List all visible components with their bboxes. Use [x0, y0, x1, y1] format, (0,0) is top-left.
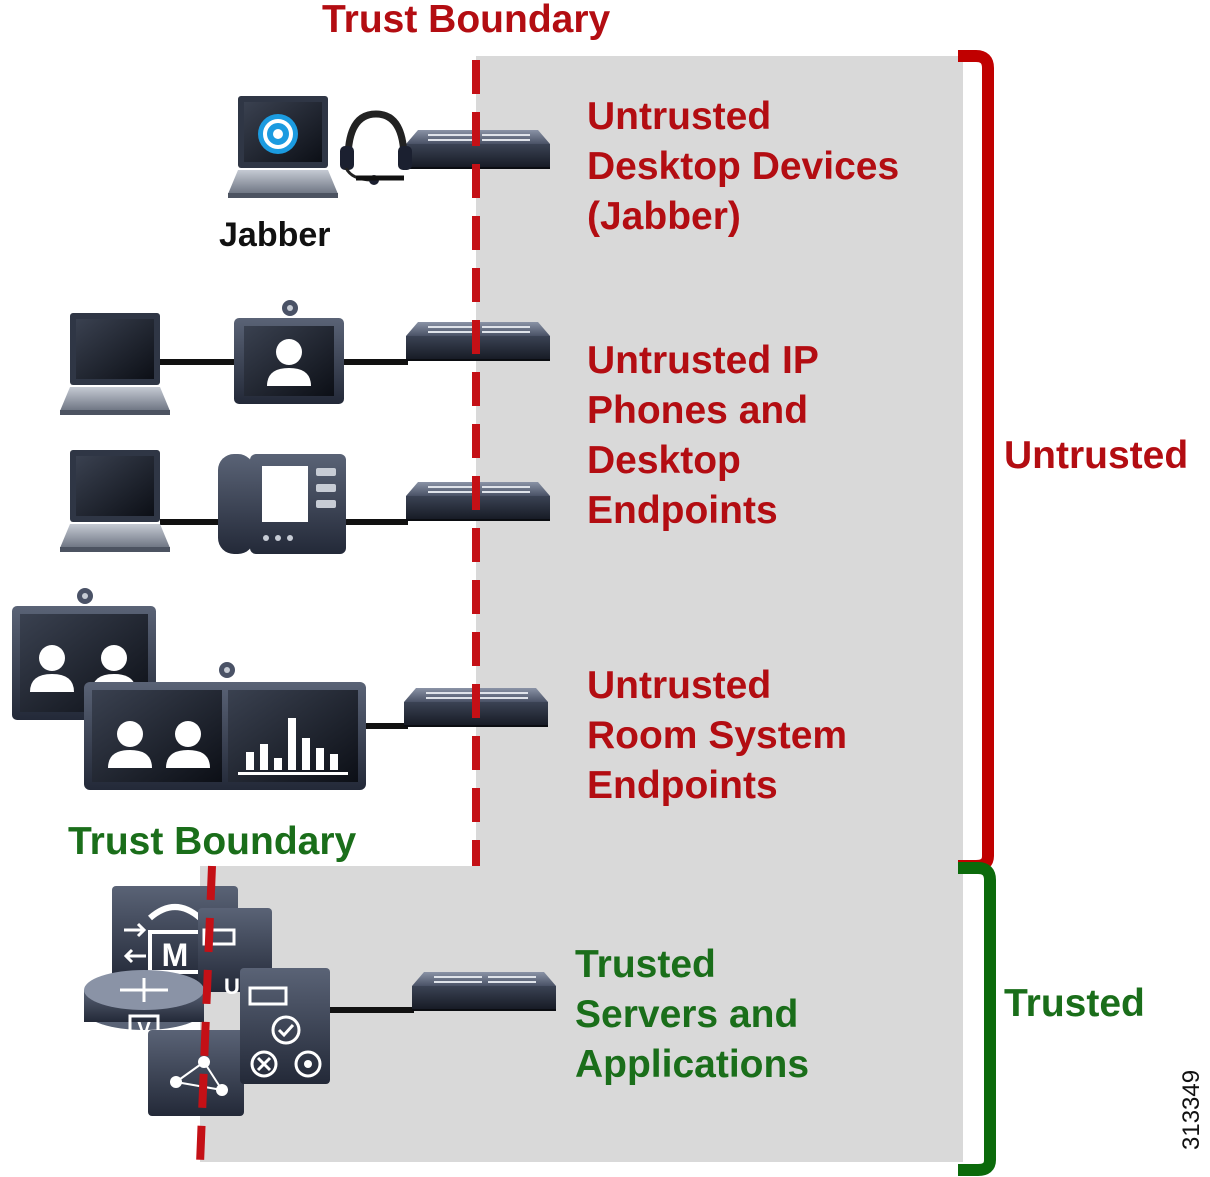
laptop-icon	[60, 450, 170, 552]
server-cluster-icon: M U V	[84, 886, 330, 1116]
untrusted-zone	[476, 56, 963, 866]
trusted-label: Trusted	[1004, 982, 1145, 1025]
unity-badge: U	[224, 974, 240, 999]
connection-lines	[160, 359, 414, 1013]
headset-icon	[340, 110, 412, 185]
untrusted-label: Untrusted	[1004, 434, 1189, 477]
switch-icon	[411, 971, 557, 1011]
trusted-bracket	[958, 862, 996, 1176]
room-system-front-icon	[84, 662, 366, 790]
jabber-label: Jabber	[219, 216, 331, 254]
voice-router-badge: V	[137, 1019, 151, 1041]
trust-boundary-top-label: Trust Boundary	[322, 0, 611, 41]
media-server-badge: M	[162, 937, 189, 973]
trust-boundary-bottom-label: Trust Boundary	[68, 820, 357, 863]
figure-id: 313349	[1178, 1069, 1205, 1150]
video-endpoint-icon	[234, 300, 344, 404]
jabber-laptop-icon	[228, 96, 338, 198]
laptop-icon	[60, 313, 170, 415]
ip-phone-icon	[218, 454, 346, 554]
